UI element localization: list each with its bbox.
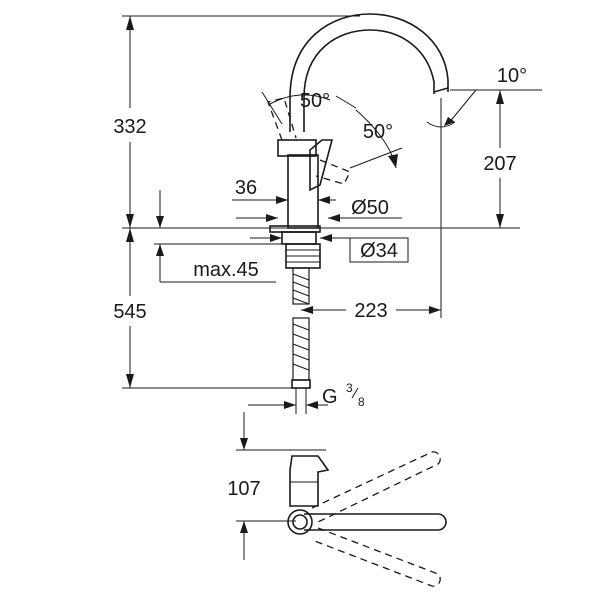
angle-10-group: 10°	[426, 65, 542, 128]
faucet-body	[267, 97, 351, 229]
hose-upper-braid	[292, 273, 310, 305]
dim-332-label-bg	[104, 108, 156, 142]
g38-slash	[351, 387, 359, 399]
dim-max45-group: max.45	[154, 190, 282, 283]
dim-332-group: 332	[104, 15, 360, 228]
base-plate	[269, 225, 321, 233]
arrow-36-left	[276, 196, 288, 204]
spout-plan	[304, 513, 447, 531]
dim-107-label: 107	[227, 478, 260, 500]
mount-nut	[281, 231, 317, 245]
arrow-107-bottom	[240, 521, 248, 533]
lever-ghost-left	[267, 97, 297, 141]
plan-view	[287, 451, 447, 587]
angle-10-arc	[426, 121, 456, 128]
dim-36-group: 36	[232, 177, 336, 204]
hose-connector	[291, 379, 311, 389]
arrow-207-top	[496, 90, 504, 104]
spout-inner-curve	[303, 29, 435, 132]
dim-207-group: 207	[450, 89, 525, 229]
arrow-223-right	[429, 306, 441, 314]
dim-o34-box	[349, 237, 409, 263]
body-plan-outer	[287, 509, 313, 535]
spout	[289, 13, 449, 318]
angle-50-right-group: 50°	[335, 95, 403, 169]
dim-545-group: 545	[104, 228, 300, 389]
dim-o50-label: Ø50	[351, 197, 389, 219]
arrow-g38-left	[284, 401, 296, 409]
dim-545-label-bg	[104, 296, 156, 326]
dim-545-label: 545	[113, 301, 146, 323]
arrow-o34-right	[320, 234, 332, 242]
angle-50-left-group: 50°	[261, 90, 331, 125]
angle-50-right-base	[349, 147, 403, 169]
g38-denominator: 8	[358, 395, 365, 409]
spout-ghost-upper	[311, 451, 441, 523]
arrow-332-bottom	[126, 214, 134, 228]
arrow-max45-top	[156, 216, 164, 228]
arrow-g38-right	[306, 401, 318, 409]
arrow-207-bottom	[496, 214, 504, 228]
arrow-545-bottom	[126, 374, 134, 388]
dim-36-label: 36	[235, 177, 257, 199]
g38-numerator: 3	[346, 381, 353, 395]
dim-o34-label: Ø34	[360, 240, 398, 262]
arrow-o50-right	[328, 214, 340, 222]
body-column	[287, 154, 319, 229]
dim-107-group: 107	[218, 412, 326, 560]
dim-223-label: 223	[354, 300, 387, 322]
hose-upper	[292, 267, 310, 305]
angle-10-leader	[447, 89, 477, 125]
arrow-36-right	[318, 196, 330, 204]
max45-label: max.45	[193, 259, 259, 281]
lever-handle	[309, 139, 334, 192]
angle-50-left-arc	[269, 94, 331, 105]
angle-50-right-label: 50°	[363, 121, 393, 143]
angle-50-left-label: 50°	[300, 90, 330, 112]
lever-ghost-right	[315, 159, 351, 185]
angle-50-right-ray	[335, 95, 357, 109]
dim-o34-group: Ø34	[250, 234, 409, 263]
dim-g38-group: G 3 8	[248, 381, 365, 414]
g38-main-label: G	[322, 386, 338, 408]
arrow-o34-left	[270, 234, 282, 242]
dim-107-label-bg	[218, 472, 270, 502]
dim-207-label-bg	[475, 148, 525, 178]
angle-10-label: 10°	[497, 65, 527, 87]
angle-50-left-ray	[261, 91, 283, 125]
mounting-assembly	[269, 225, 321, 269]
dim-207-label: 207	[483, 153, 516, 175]
arrow-o50-left	[266, 214, 278, 222]
dim-o50-group: Ø50	[236, 197, 402, 222]
arrow-50-right	[388, 154, 398, 168]
arrow-107-top	[240, 438, 248, 450]
arrow-10	[444, 117, 455, 126]
supply-hoses	[291, 267, 311, 389]
arrow-332-top	[126, 16, 134, 30]
body-plan-inner	[292, 514, 308, 530]
arrow-223-left	[301, 306, 313, 314]
body-cap	[277, 139, 317, 157]
hose-lower-braid	[292, 323, 310, 371]
spout-aerator	[433, 87, 449, 93]
spout-ghost-lower	[311, 527, 441, 587]
dim-223-label-bg	[346, 296, 396, 324]
dim-223-group: 223	[301, 296, 441, 324]
spout-outer-curve	[289, 13, 449, 132]
arrow-max45-bottom	[156, 244, 164, 256]
arrow-545-top	[126, 228, 134, 242]
lever-plan	[289, 455, 330, 507]
dim-332-label: 332	[113, 116, 146, 138]
